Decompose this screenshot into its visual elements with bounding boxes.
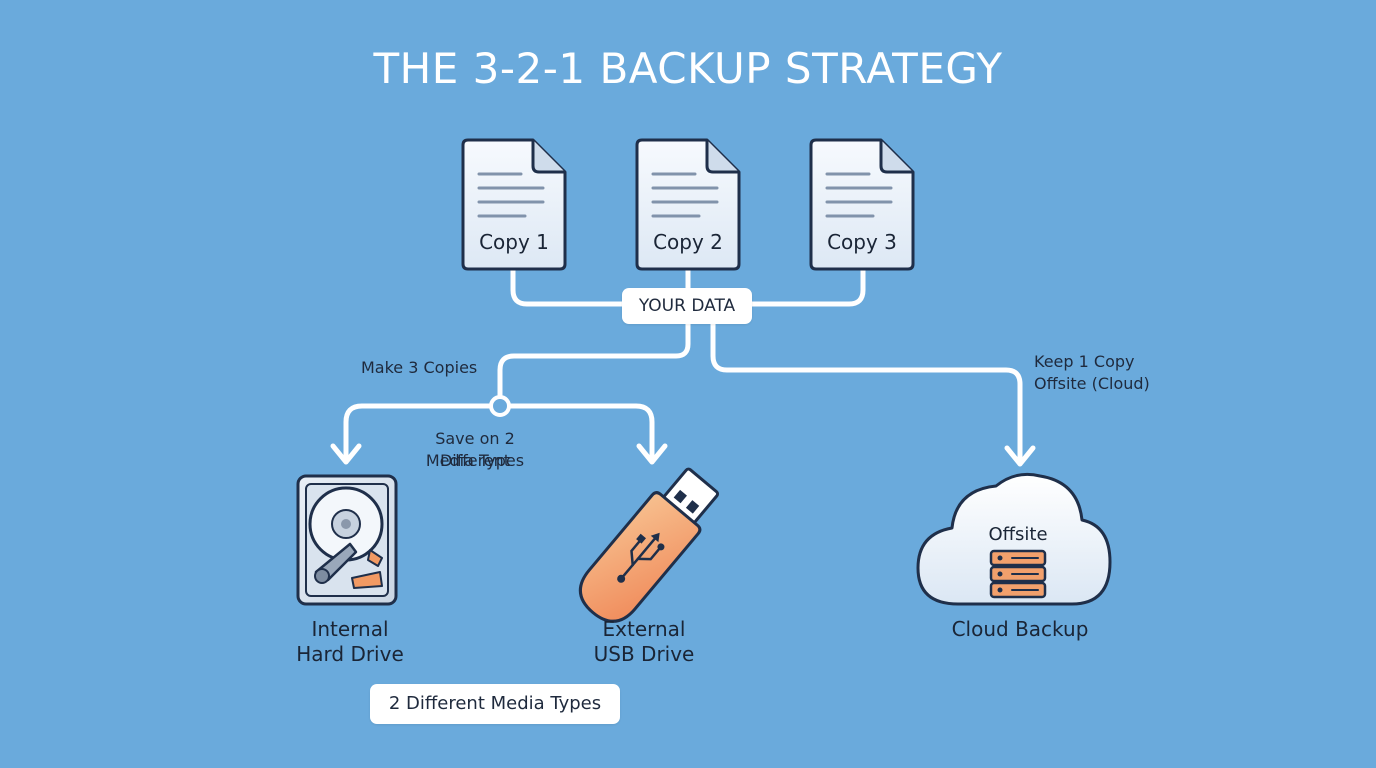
document-label-2: Copy 2 <box>653 230 723 254</box>
usb-symbol-icon <box>621 537 660 579</box>
your-data-hub: YOUR DATA <box>622 288 752 324</box>
document-icon <box>809 138 915 271</box>
hard-drive-icon <box>296 474 398 606</box>
server-icon <box>989 549 1047 599</box>
connector-copy-3 <box>749 265 866 307</box>
offsite-label-line1: Keep 1 Copy <box>1034 352 1135 371</box>
arrowhead-cloud <box>1004 445 1036 467</box>
media-types-label-line1: Save on 2 Different <box>435 429 515 470</box>
connector-to-usb-drive <box>505 403 655 461</box>
internal-drive-caption-line1: Internal <box>311 617 389 641</box>
document-icon <box>461 138 567 271</box>
document-label-1: Copy 1 <box>479 230 549 254</box>
document-label-3: Copy 3 <box>827 230 897 254</box>
cloud-backup-caption: Cloud Backup <box>951 617 1089 641</box>
usb-drive-caption-line2: USB Drive <box>593 642 695 666</box>
media-types-badge: 2 Different Media Types <box>370 684 620 724</box>
usb-drive-icon <box>578 467 720 623</box>
media-types-label-line2: Media Types <box>425 451 525 470</box>
diagram-title: THE 3-2-1 BACKUP STRATEGY <box>373 44 1003 93</box>
media-split-node <box>489 395 511 417</box>
arrowhead-usb-drive <box>636 443 668 465</box>
document-connectors <box>510 265 866 307</box>
destination-connectors <box>330 319 1036 467</box>
document-icon <box>635 138 741 271</box>
arrowhead-internal-drive <box>330 443 362 465</box>
connector-to-cloud <box>710 319 1023 463</box>
connector-to-internal-drive <box>343 403 495 461</box>
cloud-icon <box>916 472 1112 606</box>
connector-copy-1 <box>510 265 625 307</box>
internal-drive-caption-line2: Hard Drive <box>296 642 404 666</box>
offsite-label-line2: Offsite (Cloud) <box>1034 374 1150 393</box>
cloud-icon-label: Offsite <box>988 524 1047 545</box>
connector-to-media-split <box>497 319 691 401</box>
usb-drive-caption-line1: External <box>602 617 686 641</box>
make-copies-label: Make 3 Copies <box>361 358 478 377</box>
